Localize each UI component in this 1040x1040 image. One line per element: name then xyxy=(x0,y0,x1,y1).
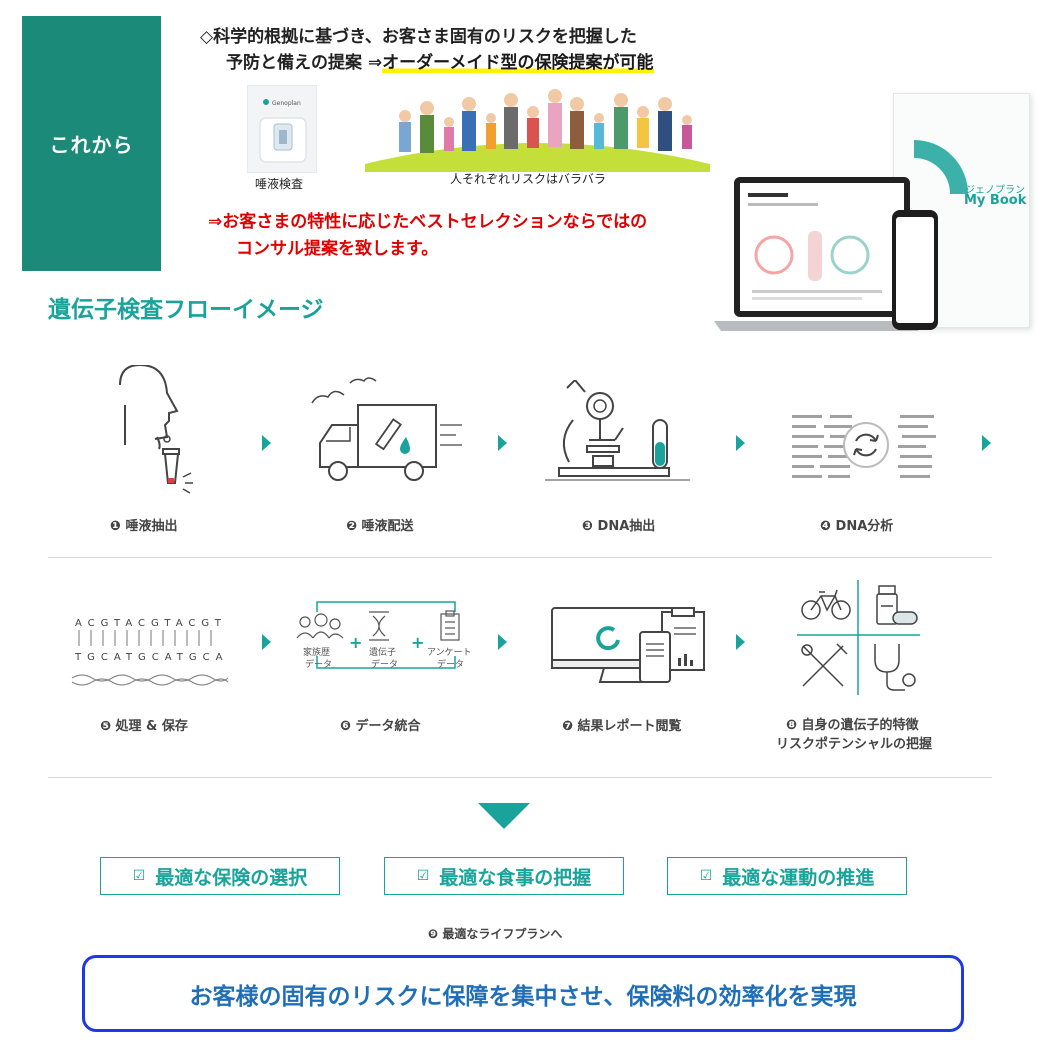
delivery-truck-icon xyxy=(311,377,462,481)
plus-icon-2: + xyxy=(411,633,424,652)
conclusion-text: お客様の固有のリスクに保障を集中させ、保険料の効率化を実現 xyxy=(189,983,857,1010)
saliva-test-label: 唾液検査 xyxy=(255,177,304,191)
option-diet: ☑ 最適な食事の把握 xyxy=(384,857,624,895)
survey-data-icon xyxy=(440,610,460,641)
survey-data-label: アンケートデータ xyxy=(427,647,472,670)
option-exercise: ☑ 最適な運動の推進 xyxy=(667,857,907,895)
flow-arrow-1 xyxy=(262,435,271,451)
flow-arrow-2 xyxy=(498,435,507,451)
booklet-title: My Book xyxy=(964,193,1027,208)
step-3-label: ❸ DNA抽出 xyxy=(582,519,656,534)
intro-line-1: ◇科学的根拠に基づき、お客さま固有のリスクを把握した xyxy=(200,27,637,47)
microscope-icon xyxy=(545,380,690,481)
intro-highlight: オーダーメイド型の保険提案が可能 xyxy=(382,53,654,73)
report-view-icon xyxy=(551,607,705,683)
utensils-icon xyxy=(801,643,848,687)
medicine-icon xyxy=(876,585,918,625)
option-exercise-label: 最適な運動の推進 xyxy=(722,866,875,889)
divider-2 xyxy=(48,777,992,778)
check-icon: ☑ xyxy=(416,868,430,884)
step-1-label: ❶ 唾液抽出 xyxy=(110,519,178,534)
family-figures xyxy=(399,89,692,153)
check-icon: ☑ xyxy=(132,868,146,884)
family-data-label: 家族歴データ xyxy=(303,646,332,670)
future-badge-label: これから xyxy=(49,133,134,157)
option-insurance: ☑ 最適な保険の選択 xyxy=(100,857,340,895)
step-2-label: ❷ 唾液配送 xyxy=(346,519,414,534)
step-7-label: ❼ 結果レポート閲覧 xyxy=(562,719,682,734)
option-insurance-label: 最適な保険の選択 xyxy=(155,866,308,889)
family-illustration xyxy=(365,89,710,172)
flow-arrow-7 xyxy=(736,634,745,650)
stethoscope-icon xyxy=(874,644,916,691)
saliva-kit-image: Genoplan xyxy=(247,85,317,173)
dna-sequence-icon: ACGTACGTACGT TGCATGCATGCA xyxy=(71,618,229,686)
step-4-label: ❹ DNA分析 xyxy=(820,519,894,534)
dna-analysis-icon xyxy=(792,415,936,478)
intro-line-2: 予防と備えの提案 ⇒オーダーメイド型の保険提案が可能 xyxy=(226,48,654,73)
proposal-line-1: ⇒お客さまの特性に応じたベストセレクションならではの xyxy=(208,212,648,232)
flow-arrow-3 xyxy=(736,435,745,451)
step-6-label: ❻ データ統合 xyxy=(340,719,421,734)
proposal-line-2: コンサル提案を致します。 xyxy=(236,239,439,259)
future-badge: これから xyxy=(22,16,161,271)
lifeplan-label: ❾ 最適なライフプランへ xyxy=(428,927,563,941)
option-diet-label: 最適な食事の把握 xyxy=(439,866,592,889)
family-caption: 人それぞれリスクはバラバラ xyxy=(450,172,606,186)
intro-line-2-prefix: 予防と備えの提案 ⇒ xyxy=(226,53,383,73)
smartphone-screen xyxy=(896,217,934,323)
step-8-label-line2: リスクポテンシャルの把握 xyxy=(776,737,933,752)
gene-data-icon xyxy=(369,611,389,641)
flow-arrow-5 xyxy=(262,634,271,650)
divider-1 xyxy=(48,557,992,558)
sequence-bottom: TGCATGCATGCA xyxy=(74,652,229,663)
booklet-arc-icon xyxy=(913,140,968,195)
booklet-subtitle: ジェノプラン xyxy=(965,185,1025,196)
conclusion-box: お客様の固有のリスクに保障を集中させ、保険料の効率化を実現 xyxy=(82,955,964,1032)
plus-icon-1: + xyxy=(349,633,362,652)
saliva-collection-icon xyxy=(119,365,193,494)
laptop-report-image xyxy=(714,177,925,331)
step-5-label: ❺ 処理 & 保存 xyxy=(100,719,188,734)
bicycle-icon xyxy=(801,589,851,620)
gene-data-label: 遺伝子データ xyxy=(369,646,398,670)
flow-arrow-6 xyxy=(498,634,507,650)
saliva-kit-icon: Genoplan xyxy=(259,99,307,163)
down-arrow-icon xyxy=(478,803,530,829)
step-8-label-line1: ❽ 自身の遺伝子的特徴 xyxy=(786,718,919,733)
data-integration-icon: 家族歴データ + 遺伝子データ + アンケートデータ xyxy=(296,601,472,670)
kit-brand: Genoplan xyxy=(272,100,301,107)
lifestyle-grid-icon xyxy=(797,580,920,695)
family-data-icon xyxy=(296,613,344,639)
check-icon: ☑ xyxy=(699,868,713,884)
flow-title: 遺伝子検査フローイメージ xyxy=(48,297,324,323)
flow-arrow-4 xyxy=(982,435,991,451)
sequence-top: ACGTACGTACGT xyxy=(75,618,227,629)
